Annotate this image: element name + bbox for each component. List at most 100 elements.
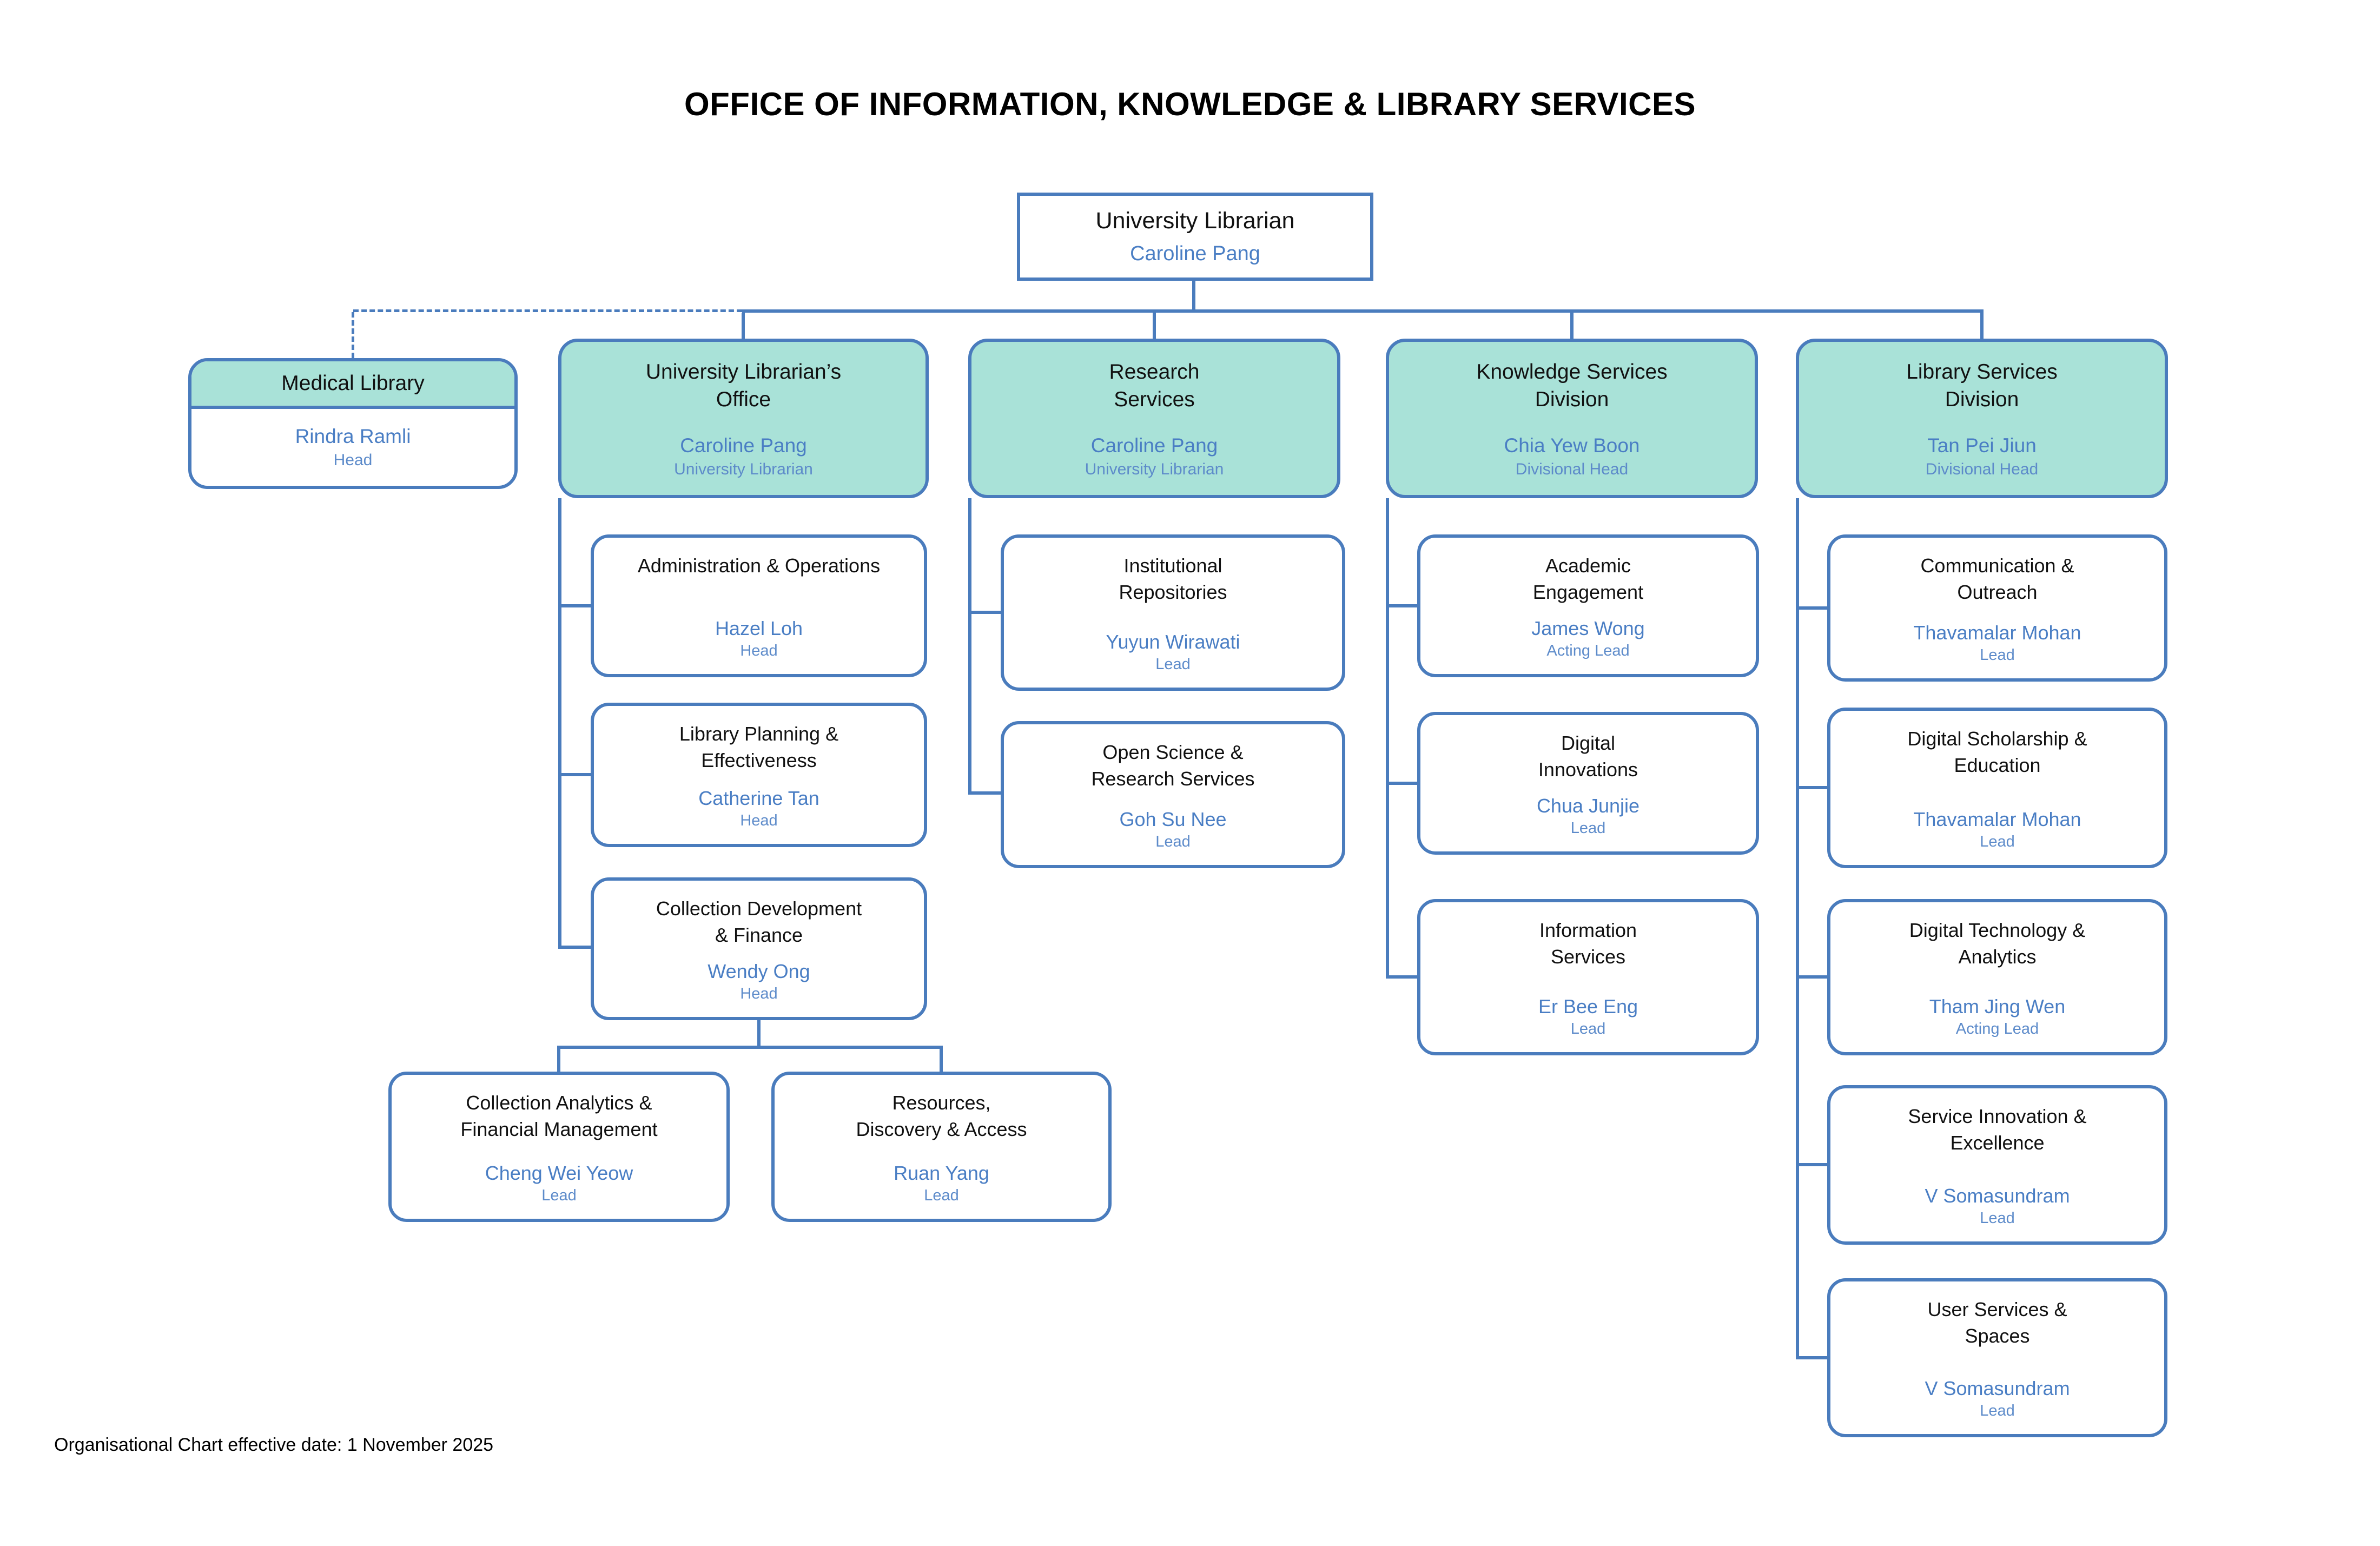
unit-box-information-services: Information Services Er Bee Eng Lead (1417, 899, 1759, 1055)
unit-lead-block: V Somasundram Lead (1925, 1185, 2070, 1227)
medical-library-title: Medical Library (191, 361, 514, 409)
unit-lead-name: Cheng Wei Yeow (485, 1162, 633, 1184)
unit-lead-name: Yuyun Wirawati (1106, 631, 1240, 653)
unit-box-institutional-repositories: Institutional Repositories Yuyun Wirawat… (1001, 534, 1345, 691)
unit-lead-block: Hazel Loh Head (715, 617, 803, 660)
unit-box-user-services-spaces: User Services & Spaces V Somasundram Lea… (1827, 1278, 2167, 1437)
connector-dashed-horizontal (353, 309, 742, 312)
division-name: Chia Yew Boon (1504, 434, 1640, 457)
unit-lead-role: Lead (1980, 646, 2015, 664)
division-role: University Librarian (1085, 460, 1224, 478)
unit-title: Communication & Outreach (1920, 554, 2074, 603)
unit-lead-role: Lead (1980, 833, 2015, 850)
unit-box-academic-engagement: Academic Engagement James Wong Acting Le… (1417, 534, 1759, 677)
division-box-knowledge-services: Knowledge Services Division Chia Yew Boo… (1386, 339, 1758, 498)
medical-library-role: Head (333, 451, 373, 469)
division-role: University Librarian (674, 460, 813, 478)
connector-stub-service-innovation (1796, 1163, 1827, 1166)
connector-drop-ulo (742, 313, 745, 339)
unit-title: Service Innovation & Excellence (1908, 1105, 2087, 1154)
unit-lead-name: Catherine Tan (698, 787, 819, 809)
unit-lead-block: Goh Su Nee Lead (1119, 808, 1226, 851)
unit-lead-role: Head (740, 812, 778, 829)
unit-lead-name: Chua Junjie (1536, 795, 1640, 817)
connector-stub-library-planning (558, 773, 591, 776)
unit-box-resources-discovery-access: Resources, Discovery & Access Ruan Yang … (771, 1072, 1112, 1222)
unit-box-library-planning-effectiveness: Library Planning & Effectiveness Catheri… (591, 703, 927, 847)
connector-trunk-ksd (1386, 498, 1389, 979)
unit-lead-role: Head (740, 985, 778, 1002)
unit-lead-name: Wendy Ong (708, 960, 810, 982)
unit-lead-name: Hazel Loh (715, 617, 803, 639)
connector-cdf-drop (757, 1020, 761, 1047)
connector-trunk-ulo (558, 498, 561, 949)
connector-dashed-drop-medical (352, 312, 354, 358)
division-title: Research Services (1109, 360, 1200, 412)
connector-main-horizontal (742, 309, 1984, 313)
division-title: Library Services Division (1906, 360, 2058, 412)
unit-lead-name: Thavamalar Mohan (1913, 622, 2081, 644)
unit-title: Digital Technology & Analytics (1909, 919, 2086, 968)
connector-stub-user-services (1796, 1356, 1827, 1359)
unit-lead-block: Er Bee Eng Lead (1538, 995, 1638, 1038)
unit-lead-block: Wendy Ong Head (708, 960, 810, 1003)
footer-note: Organisational Chart effective date: 1 N… (54, 1435, 494, 1455)
unit-lead-block: Ruan Yang Lead (894, 1162, 989, 1205)
unit-lead-role: Lead (1980, 1210, 2015, 1227)
division-box-research-services: Research Services Caroline Pang Universi… (968, 339, 1340, 498)
unit-lead-role: Lead (1155, 833, 1191, 850)
division-box-university-librarians-office: University Librarian’s Office Caroline P… (558, 339, 929, 498)
division-box-library-services: Library Services Division Tan Pei Jiun D… (1796, 339, 2168, 498)
unit-lead-name: Er Bee Eng (1538, 995, 1638, 1018)
connector-stub-open-science (968, 791, 1001, 795)
division-title: Knowledge Services Division (1476, 360, 1668, 412)
unit-title: Library Planning & Effectiveness (679, 723, 839, 771)
connector-drop-research (1153, 313, 1156, 339)
unit-lead-role: Lead (1155, 656, 1191, 673)
unit-title: Digital Scholarship & Education (1907, 728, 2087, 776)
unit-title: Information Services (1539, 919, 1637, 968)
connector-stub-digital-innovations (1386, 782, 1417, 785)
unit-lead-block: James Wong Acting Lead (1531, 617, 1644, 660)
unit-box-administration-operations: Administration & Operations Hazel Loh He… (591, 534, 927, 677)
box-medical-library: Medical Library Rindra Ramli Head (188, 358, 518, 489)
connector-stub-digital-scholarship (1796, 786, 1827, 789)
medical-library-body: Rindra Ramli Head (191, 409, 514, 486)
unit-lead-name: Thavamalar Mohan (1913, 808, 2081, 830)
unit-lead-name: V Somasundram (1925, 1377, 2070, 1399)
unit-box-digital-technology-analytics: Digital Technology & Analytics Tham Jing… (1827, 899, 2167, 1055)
connector-drop-collection-analytics (557, 1049, 560, 1072)
unit-lead-block: Catherine Tan Head (698, 787, 819, 830)
connector-trunk-lsd (1796, 498, 1799, 1359)
unit-lead-block: V Somasundram Lead (1925, 1377, 2070, 1420)
division-role: Divisional Head (1925, 460, 2039, 478)
unit-lead-name: Ruan Yang (894, 1162, 989, 1184)
root-box-university-librarian: University Librarian Caroline Pang (1017, 193, 1373, 281)
unit-lead-role: Lead (1570, 1020, 1606, 1038)
connector-stub-academic-engagement (1386, 604, 1417, 607)
medical-library-name: Rindra Ramli (295, 425, 411, 447)
connector-drop-ksd (1570, 313, 1574, 339)
unit-lead-role: Head (740, 642, 778, 659)
unit-lead-name: James Wong (1531, 617, 1645, 639)
unit-box-collection-analytics-financial-management: Collection Analytics & Financial Managem… (388, 1072, 730, 1222)
unit-title: User Services & Spaces (1927, 1298, 2067, 1347)
unit-lead-block: Tham Jing Wen Acting Lead (1929, 995, 2065, 1038)
unit-title: Administration & Operations (637, 554, 881, 577)
unit-title: Resources, Discovery & Access (856, 1092, 1027, 1140)
unit-title: Collection Analytics & Financial Managem… (460, 1092, 658, 1140)
unit-box-digital-innovations: Digital Innovations Chua Junjie Lead (1417, 712, 1759, 855)
unit-title: Collection Development & Finance (656, 897, 862, 946)
division-role: Divisional Head (1515, 460, 1629, 478)
connector-trunk-research (968, 498, 971, 795)
division-name: Tan Pei Jiun (1927, 434, 2037, 457)
unit-lead-block: Yuyun Wirawati Lead (1106, 631, 1240, 673)
unit-lead-role: Lead (1980, 1402, 2015, 1419)
unit-title: Institutional Repositories (1119, 554, 1227, 603)
unit-lead-role: Lead (924, 1187, 959, 1204)
division-name: Caroline Pang (1090, 434, 1218, 457)
division-title: University Librarian’s Office (645, 360, 842, 412)
unit-lead-role: Lead (1570, 820, 1606, 837)
connector-stub-information-services (1386, 975, 1417, 979)
